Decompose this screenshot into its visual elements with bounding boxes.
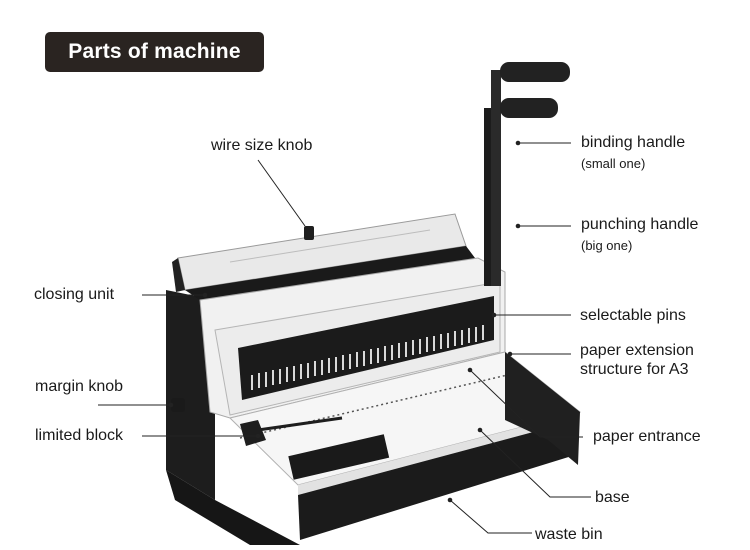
punching-handle-note: (big one) — [581, 238, 633, 253]
label-paper-entrance: paper entrance — [593, 428, 701, 445]
margin-knob — [171, 398, 185, 412]
label-margin-knob: margin knob — [35, 378, 124, 395]
binding-handle-grip — [500, 62, 570, 82]
binding-handle-shaft — [491, 70, 501, 286]
leader-lines — [98, 142, 591, 534]
closing-strip — [185, 246, 478, 300]
pin-array — [251, 325, 484, 390]
binding-handle-note: (small one) — [581, 156, 646, 171]
label-paper-extension: paper extension structure for A3 — [580, 341, 694, 379]
label-base: base — [595, 489, 630, 506]
label-waste-bin: waste bin — [535, 526, 603, 543]
left-base-side — [166, 470, 300, 545]
leader-dots — [168, 140, 521, 503]
label-limited-block: limited block — [35, 427, 124, 444]
title-badge: Parts of machine — [45, 32, 264, 72]
leader-base — [479, 429, 591, 498]
label-closing-unit: closing unit — [34, 286, 115, 303]
paper-extension-line2: structure for A3 — [580, 361, 689, 378]
wire-size-knob — [304, 226, 314, 240]
label-selectable-pins: selectable pins — [580, 307, 686, 324]
label-wire-size-knob: wire size knob — [211, 137, 313, 154]
left-side-frame — [166, 290, 215, 500]
diagram-title: Parts of machine — [68, 40, 241, 63]
label-binding-handle: binding handle (small one) — [581, 133, 685, 172]
punching-handle-grip — [500, 98, 558, 118]
tray-front-band — [298, 412, 580, 495]
label-punching-handle: punching handle (big one) — [581, 215, 698, 254]
limited-block — [240, 420, 266, 446]
leader-waste-bin — [449, 499, 532, 534]
punching-handle-title: punching handle — [581, 216, 699, 233]
top-rear-bar-shadow — [172, 258, 185, 292]
binding-handle-title: binding handle — [581, 134, 686, 151]
leader-wire-size-knob — [257, 159, 306, 227]
scale-markings — [288, 434, 390, 480]
paper-extension-line1: paper extension — [580, 342, 694, 359]
leader-paper-entrance — [469, 369, 583, 438]
waste-bin — [298, 420, 578, 540]
